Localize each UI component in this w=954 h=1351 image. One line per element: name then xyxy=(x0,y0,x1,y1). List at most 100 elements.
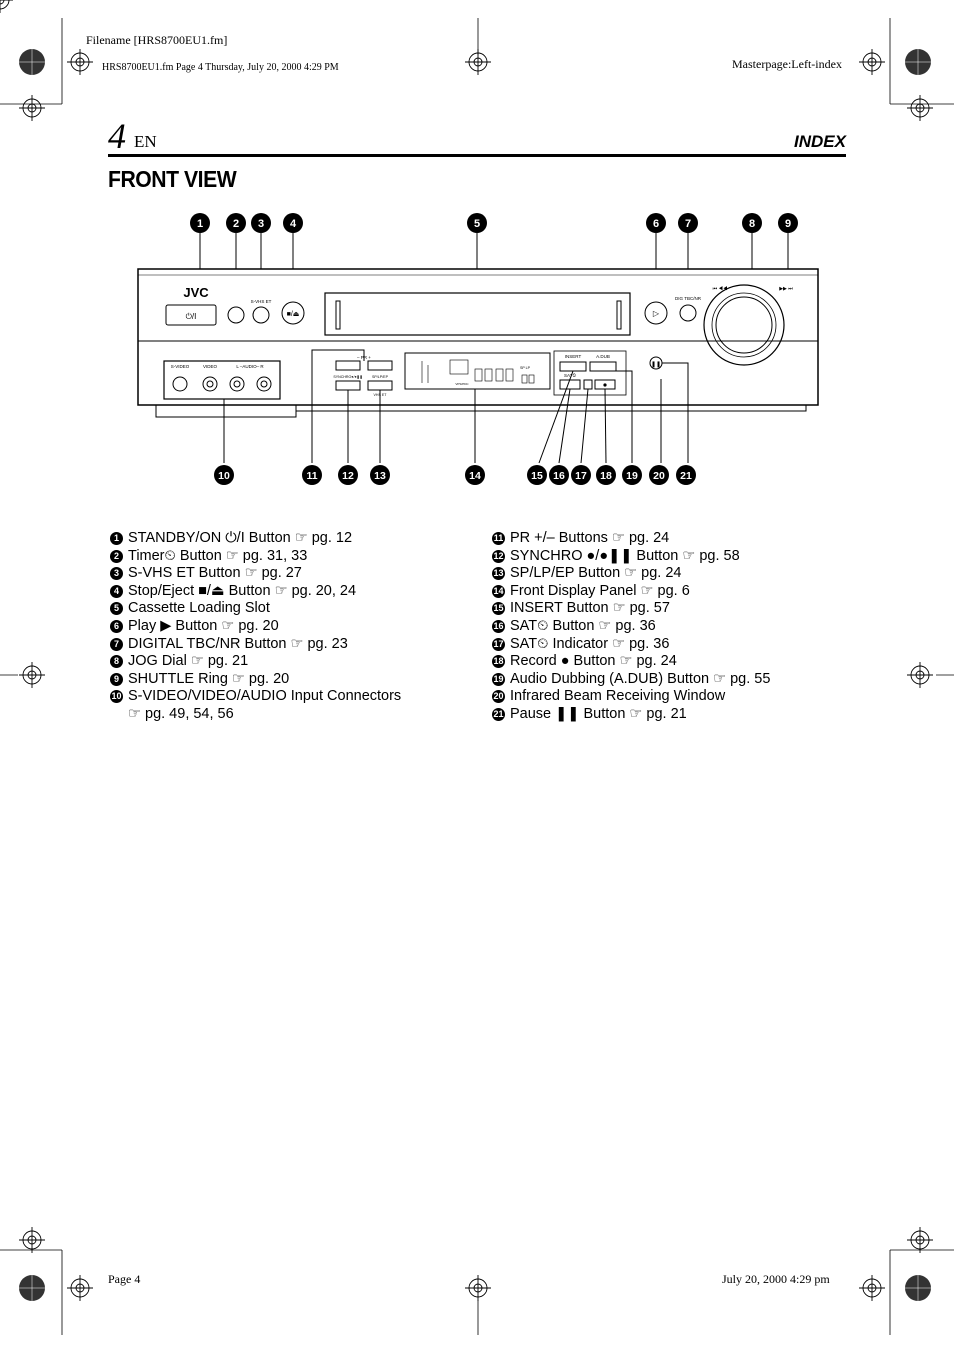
page-ref-icon: ☞ xyxy=(612,635,626,652)
page-ref-icon: ☞ xyxy=(598,617,612,634)
page-reference[interactable]: pg. 24 xyxy=(628,530,670,546)
lcd-vps-label: VPS/PDC xyxy=(455,382,469,386)
page-reference[interactable]: pg. 23 xyxy=(307,635,348,652)
item-number: 14 xyxy=(492,584,505,598)
item-number: 15 xyxy=(492,602,505,616)
item-number: 10 xyxy=(110,690,123,704)
callout-12: 12 xyxy=(338,465,358,485)
svg-text:8: 8 xyxy=(749,218,755,230)
page-reference[interactable]: pg. 21 xyxy=(207,653,249,670)
svhs-et-button[interactable] xyxy=(252,306,270,324)
item-number: 13 xyxy=(492,567,505,581)
record-icon xyxy=(603,383,607,387)
index-item: 20 Infrared Beam Receiving Window xyxy=(492,688,770,706)
svg-text:20: 20 xyxy=(653,470,665,482)
masterpage-label: Masterpage:Left-index xyxy=(732,57,842,71)
dig-tbc-label: DIG TBC/NR xyxy=(675,296,702,301)
page-reference[interactable]: pg. 12 xyxy=(311,530,353,546)
digital-tbc-nr-button[interactable] xyxy=(679,304,697,322)
page-number: 4 xyxy=(108,116,126,156)
page-reference[interactable]: pg. 24 xyxy=(641,565,682,582)
page-reference[interactable]: pg. 20 xyxy=(238,617,279,634)
stop-eject-button[interactable] xyxy=(281,301,305,325)
svg-text:7: 7 xyxy=(685,218,691,230)
page-ref-icon: ☞ xyxy=(225,547,239,564)
item-number: 6 xyxy=(110,619,123,633)
play-icon: ▷ xyxy=(653,309,660,318)
video-label: VIDEO xyxy=(203,364,218,369)
callout-7: 7 xyxy=(678,213,698,233)
page-ref-icon: ☞ xyxy=(128,705,141,722)
item-number: 3 xyxy=(110,567,123,581)
adub-label: A.DUB xyxy=(596,354,610,359)
audio-label: L –AUDIO– R xyxy=(236,364,264,369)
video-jack xyxy=(202,376,218,392)
page-reference[interactable]: pg. 36 xyxy=(629,635,670,652)
callout-8: 8 xyxy=(742,213,762,233)
svideo-label: S-VIDEO xyxy=(171,364,190,369)
item-number: 7 xyxy=(110,637,123,651)
standby-button[interactable] xyxy=(165,304,217,326)
page-ref-icon: ☞ xyxy=(294,530,308,546)
vcr-body xyxy=(137,268,819,418)
sat-label: SAT⏲ xyxy=(564,373,576,378)
item-label: INSERT Button xyxy=(510,600,609,617)
callout-17: 17 xyxy=(571,465,591,485)
audio-l-jack xyxy=(229,376,245,392)
item-label: Play ▶ Button xyxy=(128,617,218,634)
footer-date: July 20, 2000 4:29 pm xyxy=(722,1272,830,1286)
page-reference[interactable]: pg. 21 xyxy=(646,705,687,722)
item-number: 9 xyxy=(110,672,123,686)
index-item: 6 Play ▶ Button☞pg. 20 xyxy=(110,618,401,636)
language-code: EN xyxy=(134,132,157,151)
page-reference[interactable]: pg. 6 xyxy=(657,582,690,599)
item-label: SYNCHRO ●/●❚❚ Button xyxy=(510,547,679,564)
page-reference[interactable]: pg. 49, 54, 56 xyxy=(145,705,234,722)
item-label: Infrared Beam Receiving Window xyxy=(510,688,726,705)
play-button[interactable] xyxy=(644,301,668,325)
pr-minus-button[interactable] xyxy=(335,360,361,371)
page-reference[interactable]: pg. 20 xyxy=(248,670,290,687)
item-number: 4 xyxy=(110,584,123,598)
page-reference[interactable]: pg. 31, 33 xyxy=(242,547,308,564)
item-number: 11 xyxy=(492,532,505,545)
page-reference[interactable]: pg. 20, 24 xyxy=(291,582,357,599)
page-reference[interactable]: pg. 27 xyxy=(261,565,302,582)
pause-icon: ❚❚ xyxy=(651,361,661,368)
page-ref-icon: ☞ xyxy=(231,670,245,687)
item-label: S-VHS ET Button xyxy=(128,565,241,582)
item-number: 20 xyxy=(492,690,505,704)
page-reference[interactable]: pg. 24 xyxy=(636,653,677,670)
callout-18: 18 xyxy=(596,465,616,485)
audio-r-jack xyxy=(256,376,272,392)
item-label: Record ● Button xyxy=(510,653,616,670)
timer-button[interactable] xyxy=(227,306,245,324)
page-reference[interactable]: pg. 57 xyxy=(629,600,670,617)
item-number: 16 xyxy=(492,619,505,633)
shuttle-ring[interactable] xyxy=(703,284,785,366)
cassette-slot xyxy=(324,292,631,336)
item-label: Audio Dubbing (A.DUB) Button xyxy=(510,670,710,687)
page-reference[interactable]: pg. 58 xyxy=(699,547,740,564)
page-reference[interactable]: pg. 55 xyxy=(730,670,771,687)
item-label: SP/LP/EP Button xyxy=(510,565,621,582)
svg-text:18: 18 xyxy=(600,470,612,482)
pr-plus-button[interactable] xyxy=(367,360,393,371)
item-number: 8 xyxy=(110,655,123,669)
page-reference[interactable]: pg. 36 xyxy=(615,617,656,634)
callout-10: 10 xyxy=(214,465,234,485)
svg-text:5: 5 xyxy=(474,218,480,230)
page-ref-icon: ☞ xyxy=(221,617,235,634)
svg-text:11: 11 xyxy=(306,470,317,482)
svg-text:1: 1 xyxy=(197,218,203,230)
item-number: 17 xyxy=(492,637,505,651)
jog-dial[interactable] xyxy=(715,296,773,354)
